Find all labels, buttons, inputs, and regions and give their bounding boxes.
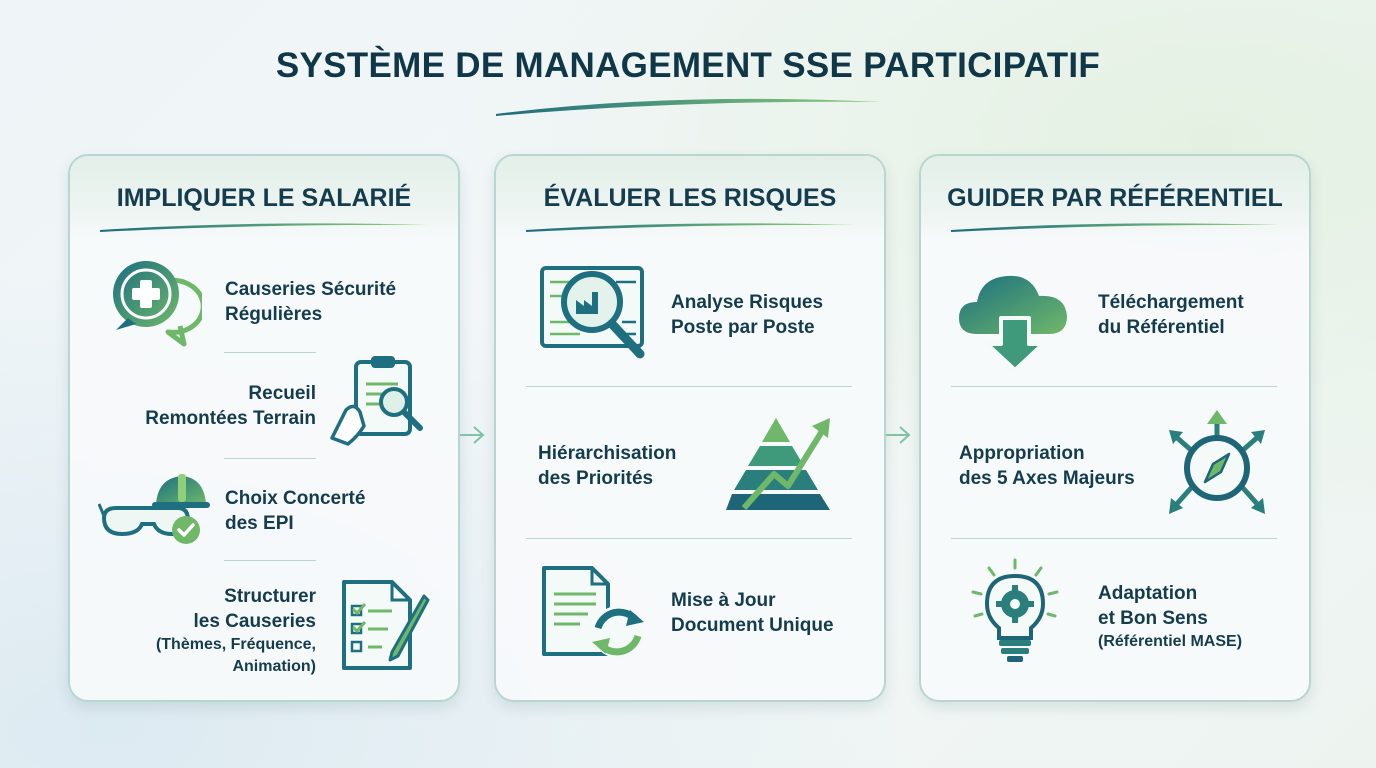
item-line: (Référentiel MASE) bbox=[1098, 633, 1243, 650]
page-title: SYSTÈME DE MANAGEMENT SSE PARTICIPATIF bbox=[275, 46, 1101, 85]
title-underline-swoosh bbox=[496, 98, 882, 116]
item-line: Poste par Poste bbox=[671, 317, 815, 338]
item-line: Hiérarchisation bbox=[538, 443, 677, 464]
flow-arrow-icon bbox=[460, 426, 485, 444]
separator bbox=[526, 386, 852, 387]
item-line: Adaptation bbox=[1098, 583, 1198, 604]
separator bbox=[951, 386, 1277, 387]
lightbulb-gear-icon bbox=[971, 558, 1059, 662]
item-line: Mise à Jour bbox=[671, 590, 776, 611]
item-line: des EPI bbox=[225, 513, 294, 534]
item-structurer: Structurer les Causeries (Thèmes, Fréque… bbox=[156, 584, 316, 678]
item-analyse: Analyse Risques Poste par Poste bbox=[671, 290, 823, 340]
item-line: Animation) bbox=[232, 658, 316, 675]
card-underline-swoosh bbox=[526, 223, 854, 232]
card-guider: GUIDER PAR RÉFÉRENTIEL Téléchargement du… bbox=[919, 154, 1311, 702]
item-line: Régulières bbox=[225, 304, 323, 325]
item-line: Appropriation bbox=[959, 443, 1085, 464]
item-line: du Référentiel bbox=[1098, 317, 1225, 338]
item-telechargement: Téléchargement du Référentiel bbox=[1098, 290, 1244, 340]
ppe-helmet-goggles-icon bbox=[98, 474, 210, 544]
card-underline-swoosh bbox=[100, 223, 428, 232]
item-line: les Causeries bbox=[193, 611, 316, 632]
item-line: Remontées Terrain bbox=[145, 408, 316, 429]
compass-arrows-icon bbox=[1169, 410, 1265, 514]
item-line: des 5 Axes Majeurs bbox=[959, 468, 1135, 489]
item-line: et Bon Sens bbox=[1098, 608, 1208, 629]
separator bbox=[951, 538, 1277, 539]
document-refresh-icon bbox=[542, 566, 644, 658]
separator bbox=[526, 538, 852, 539]
separator bbox=[224, 458, 316, 459]
item-line: Document Unique bbox=[671, 615, 834, 636]
item-recueil: Recueil Remontées Terrain bbox=[145, 381, 316, 431]
item-line: Recueil bbox=[248, 383, 316, 404]
item-line: (Thèmes, Fréquence, bbox=[155, 636, 316, 653]
item-line: Analyse Risques bbox=[671, 292, 824, 313]
item-line: des Priorités bbox=[538, 468, 654, 489]
item-hierarchisation: Hiérarchisation des Priorités bbox=[538, 441, 676, 491]
card-title: ÉVALUER LES RISQUES bbox=[543, 184, 837, 212]
item-appropriation: Appropriation des 5 Axes Majeurs bbox=[959, 441, 1135, 491]
pyramid-trend-icon bbox=[726, 418, 830, 510]
item-mise-a-jour: Mise à Jour Document Unique bbox=[671, 588, 834, 638]
separator bbox=[224, 352, 316, 353]
blueprint-factory-magnifier-icon bbox=[540, 266, 645, 359]
item-causeries: Causeries Sécurité Régulières bbox=[225, 277, 396, 327]
flow-arrow-icon bbox=[886, 426, 911, 444]
item-adaptation: Adaptation et Bon Sens (Référentiel MASE… bbox=[1098, 581, 1242, 653]
clipboard-magnifier-icon bbox=[330, 356, 423, 446]
item-line: Choix Concerté bbox=[225, 488, 366, 509]
item-line: Causeries Sécurité bbox=[225, 279, 397, 300]
card-impliquer: IMPLIQUER LE SALARIÉ Causeries Sécurité … bbox=[68, 154, 460, 702]
item-epi: Choix Concerté des EPI bbox=[225, 486, 365, 536]
chat-plus-icon bbox=[113, 261, 202, 347]
item-line: Structurer bbox=[224, 586, 316, 607]
card-title: GUIDER PAR RÉFÉRENTIEL bbox=[947, 184, 1283, 212]
checklist-pen-icon bbox=[342, 580, 430, 670]
cloud-download-icon bbox=[959, 275, 1067, 372]
card-evaluer: ÉVALUER LES RISQUES Analyse Risques Post… bbox=[494, 154, 886, 702]
item-line: Téléchargement bbox=[1098, 292, 1244, 313]
card-underline-swoosh bbox=[951, 223, 1279, 232]
card-title: IMPLIQUER LE SALARIÉ bbox=[116, 184, 412, 212]
separator bbox=[224, 560, 316, 561]
